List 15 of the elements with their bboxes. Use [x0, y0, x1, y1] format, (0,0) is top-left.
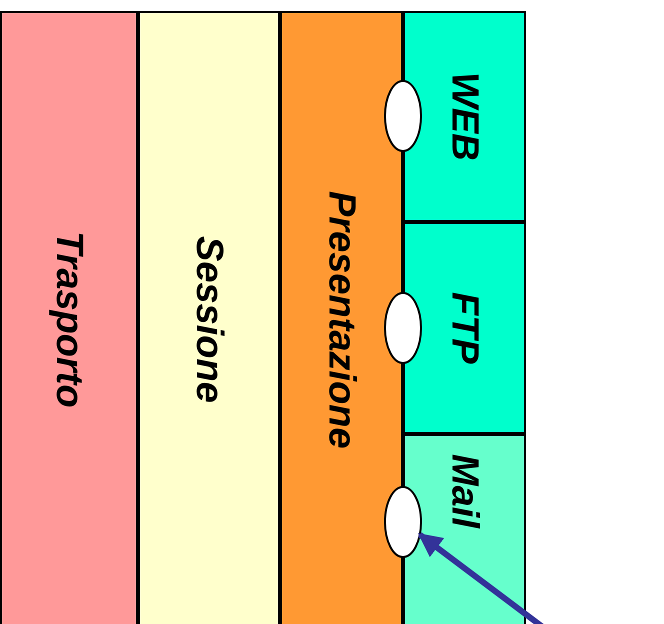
layer-band: [138, 11, 280, 624]
layer-band: [280, 11, 403, 624]
layer-label: FTP: [446, 292, 484, 364]
layer-label: Sessione: [190, 236, 228, 403]
layer-label: Trasporto: [50, 231, 88, 408]
ellipse: [384, 292, 422, 364]
ellipse: [384, 80, 422, 152]
application-box: [403, 434, 526, 624]
application-box: [403, 222, 526, 434]
layer-label: Mail: [446, 454, 484, 528]
application-box: [403, 11, 526, 222]
ellipse: [384, 486, 422, 558]
layer-label: Presentazione: [322, 190, 360, 448]
layer-label: WEB: [446, 72, 484, 161]
layer-band: [0, 11, 138, 624]
